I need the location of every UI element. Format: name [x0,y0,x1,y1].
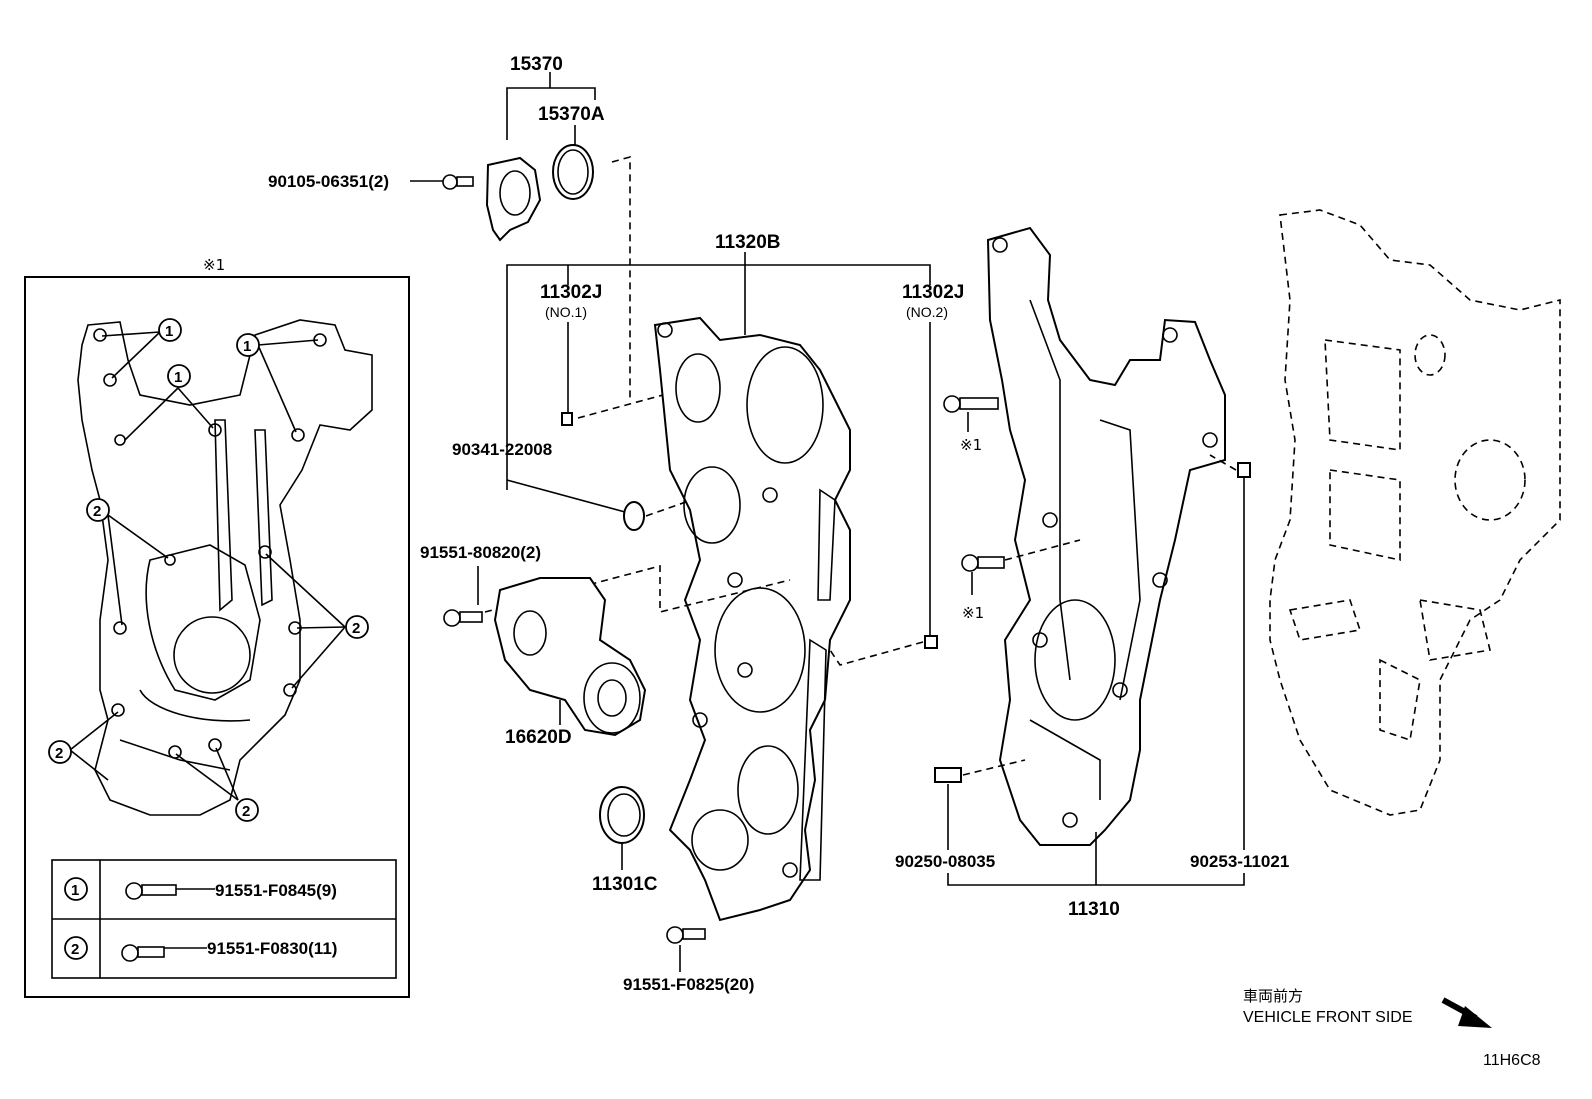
label-11310: 11310 [1068,899,1120,920]
dowel-pin-2 [924,635,938,649]
bolt-icon [943,395,999,413]
group-11320B: 11320B 11302J (NO.1) 11302J (NO.2) 90341… [452,232,964,922]
label-16620D: 16620D [505,727,572,748]
label-11320B: 11320B [715,232,781,253]
inset-cover-outline [77,319,373,816]
inset-callouts-2: 2 2 2 2 [48,498,369,822]
note-1a: ※1 [960,436,982,454]
bolt-icon [666,926,706,944]
label-90105: 90105-06351(2) [268,172,389,191]
group-91551-F0825: 91551-F0825(20) [623,926,754,994]
group-11310: ※1 ※1 90250-08035 90253-11021 11310 [895,226,1289,920]
group-11301C: 11301C [592,786,658,895]
dowel-pin-1 [561,412,573,426]
pin-90250 [934,767,962,783]
pin-90253 [1237,462,1251,478]
oil-seal-11301C [599,786,645,844]
label-90253: 90253-11021 [1190,852,1289,871]
bolt-icon [121,944,165,962]
direction-en: VEHICLE FRONT SIDE [1243,1009,1413,1026]
svg-text:2: 2 [352,620,360,637]
inset-panel: ※1 [24,256,410,998]
timing-cover-11310 [986,226,1226,846]
svg-text:1: 1 [174,369,182,386]
label-90341: 90341-22008 [452,440,552,459]
label-11301C: 11301C [592,874,658,895]
o-ring [552,144,594,200]
svg-text:2: 2 [93,503,101,520]
bolt-icon [125,882,177,900]
group-16620D: 91551-80820(2) 16620D [420,543,791,748]
arrow-down-right-icon [1441,997,1492,1028]
legend-part-2: 91551-F0830(11) [207,939,337,958]
label-11302J-no1: 11302J [540,282,602,303]
label-15370A: 15370A [538,104,605,125]
bolt-icon [443,609,483,627]
inset-legend-table: 1 91551-F0845(9) 2 91551-F0830(11) [51,859,397,979]
svg-text:2: 2 [242,803,250,820]
label-91551-80820: 91551-80820(2) [420,543,541,562]
label-11302J-no2-sub: (NO.2) [906,304,948,320]
svg-text:1: 1 [165,323,173,340]
plug-90341 [623,501,645,531]
label-15370: 15370 [510,54,563,75]
inset-title: ※1 [203,256,225,274]
front-direction-indicator: 車両前方 VEHICLE FRONT SIDE [1243,987,1492,1028]
svg-text:1: 1 [71,882,79,899]
diagram-code: 11H6C8 [1483,1052,1541,1069]
label-11302J-no1-sub: (NO.1) [545,304,587,320]
label-11302J-no2: 11302J [902,282,964,303]
inset-callouts-1: 1 1 1 [101,318,319,441]
legend-part-1: 91551-F0845(9) [215,881,337,900]
svg-text:2: 2 [55,745,63,762]
group-15370: 15370 15370A 90105-06351(2) [268,54,631,400]
bolt-icon [442,174,474,190]
note-1b: ※1 [962,604,984,622]
svg-text:2: 2 [71,941,79,958]
chain-tensioner-16620D [493,577,647,737]
bolt-icon [961,554,1005,572]
direction-jp: 車両前方 [1243,987,1303,1005]
svg-text:1: 1 [243,338,251,355]
engine-block-outline [1269,209,1561,816]
label-91551-F0825: 91551-F0825(20) [623,975,754,994]
label-90250: 90250-08035 [895,852,995,871]
